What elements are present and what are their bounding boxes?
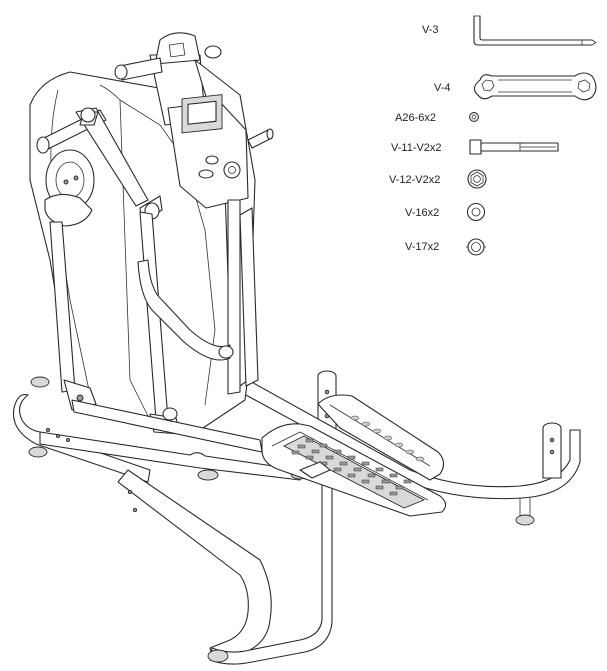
- small-washer-icon: [469, 112, 479, 122]
- label-v3: V-3: [422, 24, 439, 36]
- label-v17: V-17x2: [405, 241, 439, 253]
- label-v16: V-16x2: [405, 207, 439, 219]
- label-v12: V-12-V2x2: [389, 174, 440, 186]
- nut-icon: [467, 169, 487, 189]
- double-wrench-icon: [473, 72, 597, 101]
- label-a26: A26-6x2: [395, 112, 436, 124]
- washer-icon: [466, 202, 486, 222]
- left-pedal-icon: [261, 423, 447, 517]
- parts-legend: V-3 V-4 A26-6x2 V-11-V2x2: [389, 15, 597, 256]
- right-swing-arm-icon: [137, 199, 259, 421]
- console-icon: [167, 94, 274, 209]
- label-v4: V-4: [434, 82, 451, 94]
- elliptical-trainer-illustration: [12, 32, 581, 665]
- right-pedal-icon: [317, 394, 445, 481]
- lock-nut-icon: [466, 238, 486, 256]
- label-v11: V-11-V2x2: [391, 142, 442, 154]
- allen-key-icon: [473, 15, 597, 46]
- bolt-icon: [469, 139, 559, 155]
